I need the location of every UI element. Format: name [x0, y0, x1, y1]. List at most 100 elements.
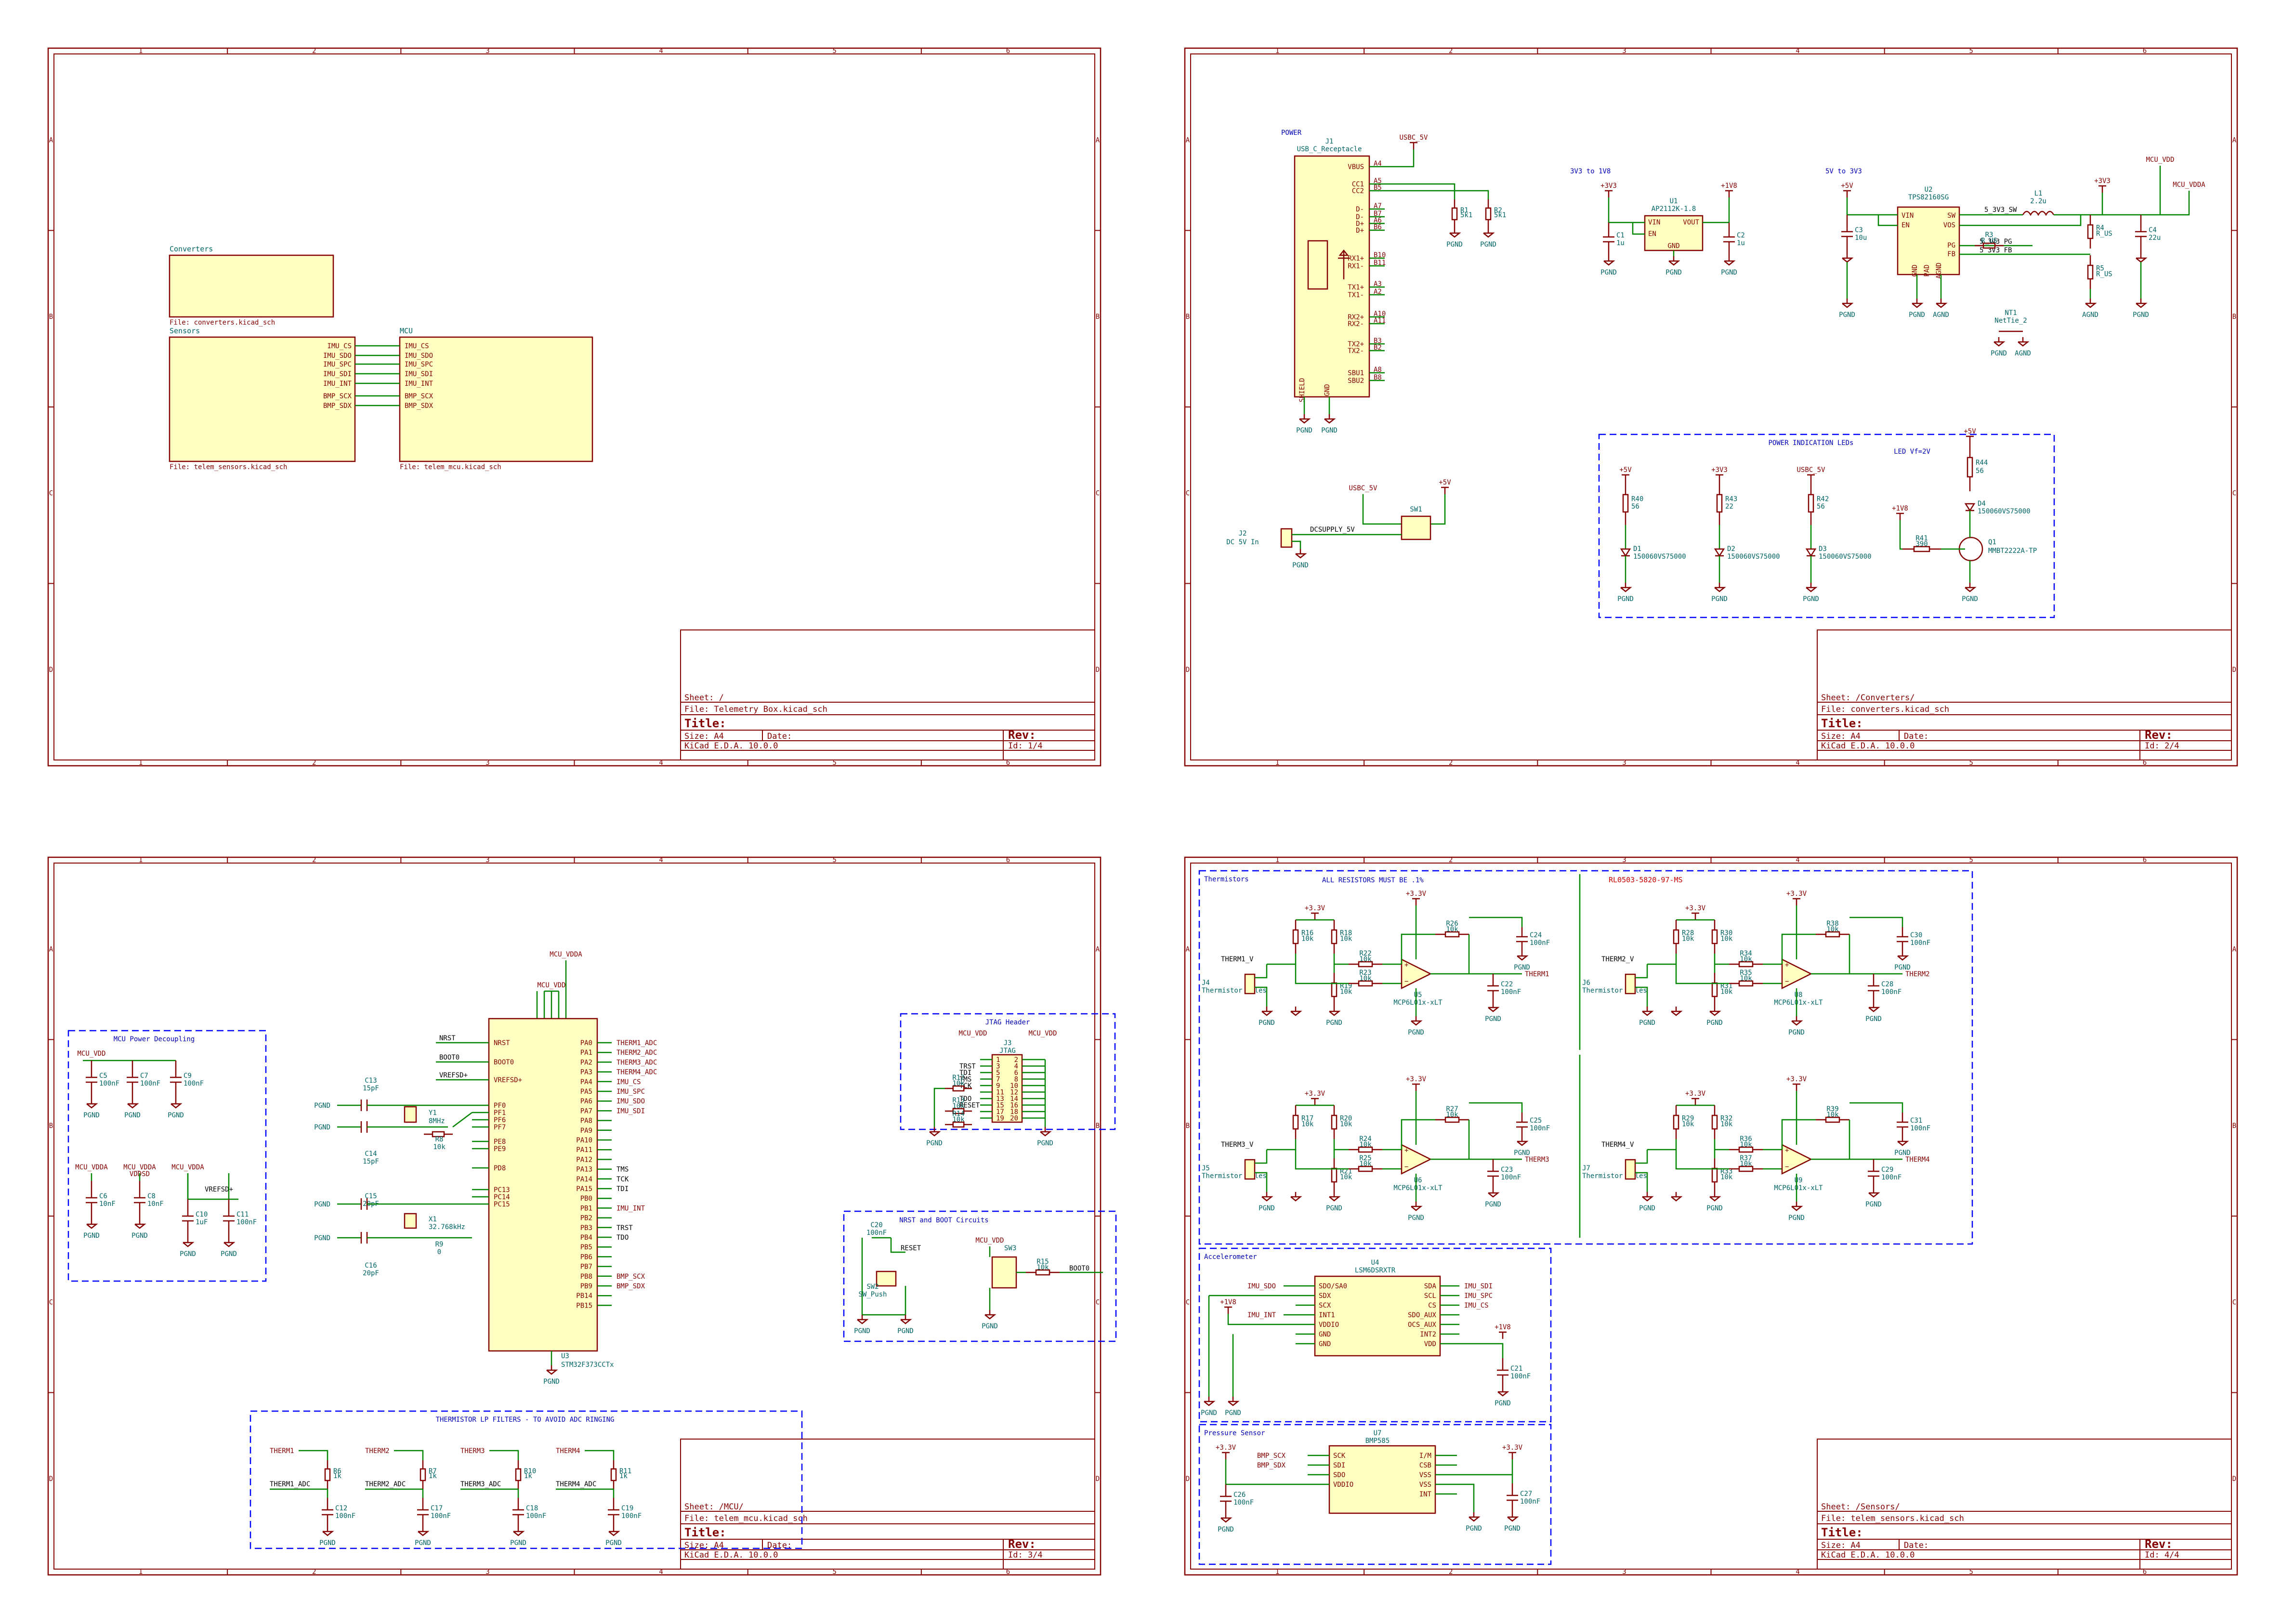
zone-col: 1	[1275, 1568, 1279, 1576]
reference: R4	[2096, 224, 2104, 232]
ground-label: PGND	[1865, 1015, 1882, 1023]
zone-col: 6	[1006, 47, 1010, 55]
feedback	[1781, 1119, 1816, 1150]
value: 10k	[1740, 975, 1752, 982]
reference: R28	[1682, 930, 1694, 937]
resistor-symbol	[1711, 1167, 1718, 1183]
net-label: VREFSD+	[439, 1072, 468, 1079]
reference: U1	[1670, 197, 1678, 205]
value: 100nF	[99, 1080, 119, 1087]
pin-number: A11	[1374, 317, 1386, 325]
ground-symbol	[900, 1319, 912, 1324]
zone-col: 2	[312, 759, 316, 767]
hier-sheet-converters	[169, 254, 334, 318]
ground-symbol	[1842, 302, 1854, 308]
part-number-note: RL0503-5820-97-MS	[1609, 876, 1683, 884]
power-label: +3.3V	[1502, 1444, 1523, 1452]
zone-col: 4	[659, 759, 663, 767]
ground-label: PGND	[1259, 1019, 1275, 1027]
zone-row: A	[2232, 136, 2237, 144]
pin-number: 6	[1014, 1069, 1018, 1077]
accelerometer-u4	[1314, 1275, 1441, 1357]
zone-col: 5	[1969, 759, 1973, 767]
dc-gnd	[1292, 540, 1301, 549]
ground-symbol	[1642, 1196, 1654, 1202]
reference: L1	[2034, 190, 2043, 197]
pin-name: PF1	[494, 1109, 506, 1117]
group-note: ALL RESISTORS MUST BE .1%	[1322, 877, 1424, 884]
switch-sw1	[1401, 515, 1431, 540]
net-label: TCK	[616, 1176, 629, 1183]
ground-label: PGND	[605, 1539, 622, 1547]
reference: D2	[1727, 545, 1735, 553]
hier-sheet-mcu	[399, 336, 593, 462]
net-label: RESET	[959, 1102, 980, 1110]
power-label: +3V3	[1600, 182, 1617, 190]
pin-name: INT2	[1420, 1331, 1436, 1338]
pin-name: GND	[1911, 264, 1919, 276]
power-label: USBC_5V	[1797, 466, 1825, 474]
pin-name: PA13	[576, 1166, 592, 1174]
zone-col: 1	[1275, 856, 1279, 864]
hier-label: THERM4	[556, 1447, 580, 1455]
resistor-symbol	[1711, 1114, 1718, 1130]
reference: C26	[1233, 1491, 1246, 1499]
cap-feed	[1849, 1102, 1903, 1113]
net-label: THERM1_V	[1221, 956, 1254, 963]
hier-label: THERM1	[270, 1447, 294, 1455]
value: 0	[437, 1248, 441, 1256]
ground-symbol	[1507, 1516, 1519, 1522]
resistor-symbol	[1331, 929, 1338, 944]
kicad-version: KiCad E.D.A. 10.0.0	[1821, 741, 1915, 751]
zone-col: 5	[833, 759, 837, 767]
pin-name: SW	[1947, 212, 1955, 220]
value: 10k	[1740, 1160, 1752, 1168]
mcu-u3	[488, 1018, 598, 1352]
reference: SW3	[1004, 1244, 1016, 1252]
resistor-symbol	[1673, 929, 1679, 944]
sheet-file: File: converters.kicad_sch	[1821, 705, 1949, 714]
zone-col: 1	[139, 759, 143, 767]
resistor-symbol	[1292, 1114, 1299, 1130]
ground-symbol	[1642, 1010, 1654, 1016]
net-label: THERM2_ADC	[616, 1049, 657, 1057]
ground-symbol	[1806, 587, 1818, 592]
zone-col: 6	[2143, 1568, 2147, 1576]
pin-name: EN	[1902, 222, 1910, 229]
thermistor-connector	[1244, 1159, 1256, 1180]
value: 150060VS75000	[1633, 553, 1686, 561]
group-title: MCU Power Decoupling	[114, 1035, 195, 1043]
pin-number: A7	[1374, 202, 1382, 210]
zone-col: 6	[1006, 1568, 1010, 1576]
pin-name: PG	[1947, 242, 1955, 249]
reference: C23	[1501, 1166, 1513, 1174]
net-label: TDO	[616, 1234, 629, 1242]
value: 20pF	[363, 1270, 379, 1277]
sheet-pin-label: IMU_SDO	[323, 352, 352, 360]
pf1	[452, 1112, 472, 1127]
reference: C14	[365, 1150, 377, 1158]
date-label: Date:	[1904, 1541, 1928, 1550]
crystal-y1	[404, 1106, 417, 1123]
value: DC 5V In	[1226, 538, 1259, 546]
sheet-pin-label: IMU_CS	[405, 342, 429, 350]
pin-number: A2	[1374, 288, 1382, 296]
reset-net	[890, 1238, 905, 1253]
value: 10k	[1340, 935, 1352, 943]
zone-row: B	[2232, 1122, 2236, 1130]
power-label: +1V8	[1892, 505, 1908, 512]
cap-feed	[1469, 917, 1523, 927]
reference: J5	[1202, 1165, 1210, 1172]
ground-label: PGND	[1721, 269, 1737, 276]
reference: Y1	[429, 1109, 437, 1117]
net-label: THERM4_ADC	[556, 1480, 596, 1488]
value: 390	[1915, 540, 1928, 548]
ground-symbol	[1668, 260, 1680, 266]
ground-label: AGND	[2082, 311, 2098, 319]
ground-label: PGND	[1962, 595, 1978, 603]
title-label: Title:	[684, 1526, 726, 1539]
ground-label: PGND	[1225, 1409, 1241, 1417]
